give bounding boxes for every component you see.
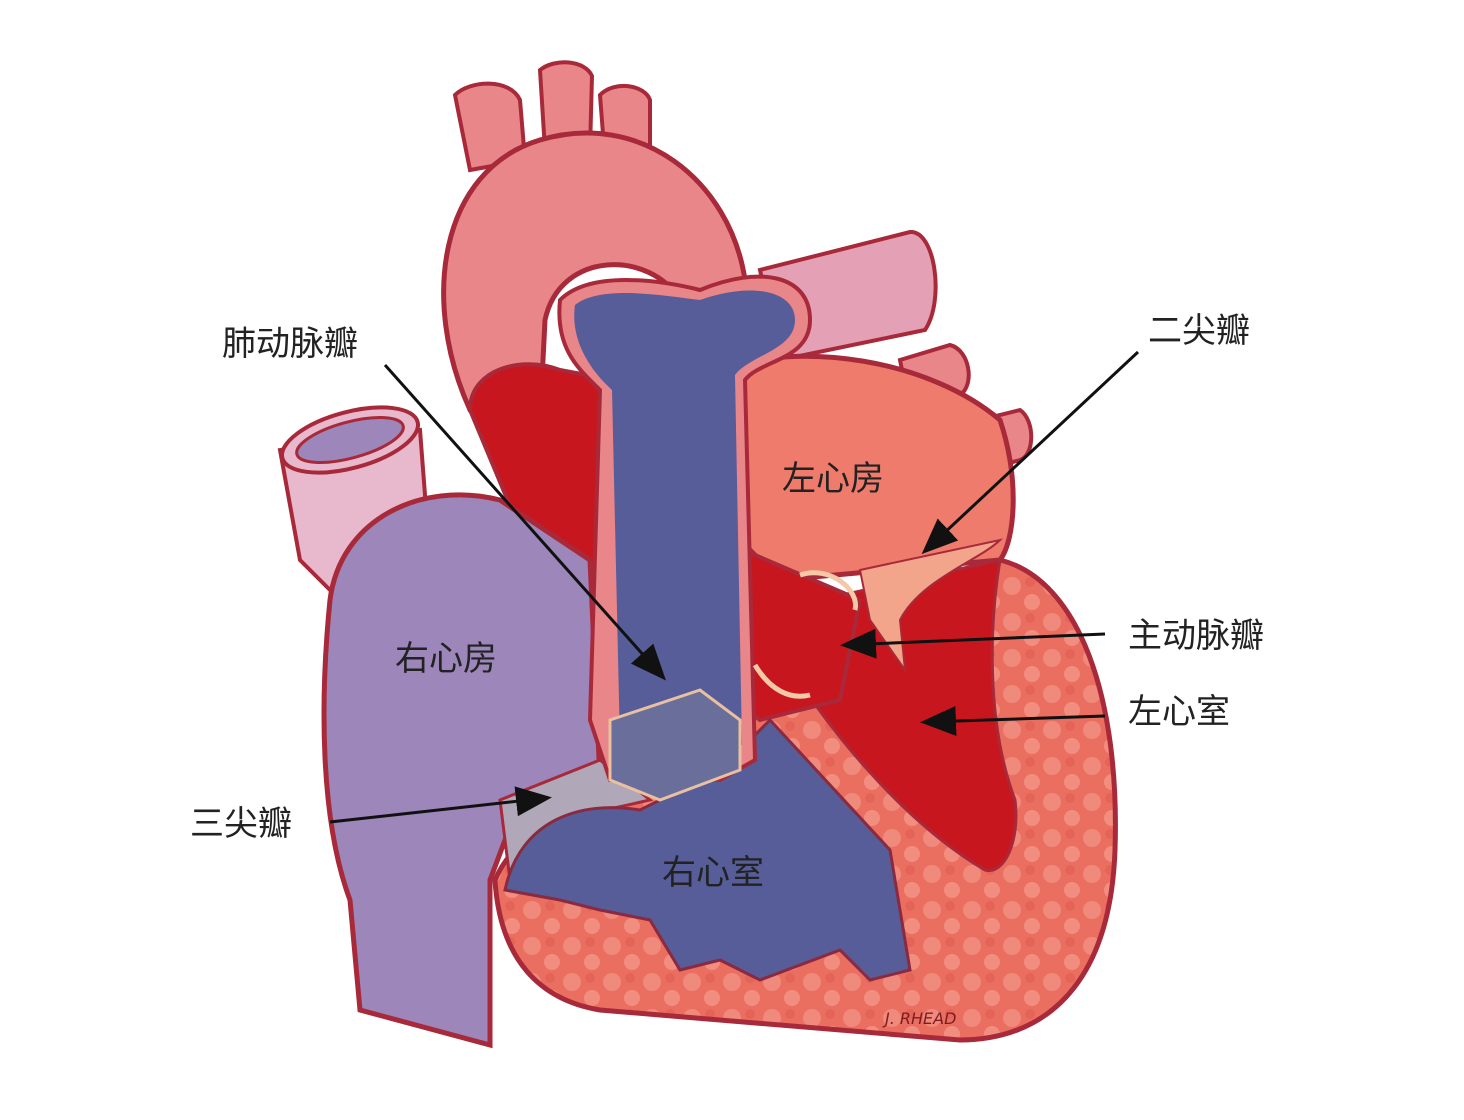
label-arrows [329, 350, 1140, 824]
arrow-aortic-valve [840, 628, 1106, 659]
arrow-mitral-valve [921, 350, 1140, 555]
label-aortic-valve: 主动脉瓣 [1128, 616, 1264, 656]
mitral-valve-shape [858, 538, 1004, 674]
label-right-atrium: 右心房 [395, 639, 497, 679]
right-ventricle-shape [503, 717, 912, 982]
aortic-valve-cusps [752, 570, 858, 699]
aorta [441, 60, 748, 423]
arrow-left-ventricle [920, 706, 1106, 736]
label-pulmonary-valve: 肺动脉瓣 [222, 324, 358, 364]
label-left-ventricle: 左心室 [1128, 692, 1230, 732]
label-tricuspid-valve: 三尖瓣 [190, 804, 292, 844]
label-left-atrium: 左心房 [782, 459, 884, 499]
pulmonary-artery [557, 274, 813, 802]
artist-signature: J. RHEAD [882, 1009, 956, 1028]
label-mitral-valve: 二尖瓣 [1148, 311, 1250, 351]
label-right-ventricle: 右心室 [662, 853, 764, 893]
arrow-tricuspid-valve [329, 786, 552, 824]
arrow-pulmonary-valve [383, 364, 666, 681]
